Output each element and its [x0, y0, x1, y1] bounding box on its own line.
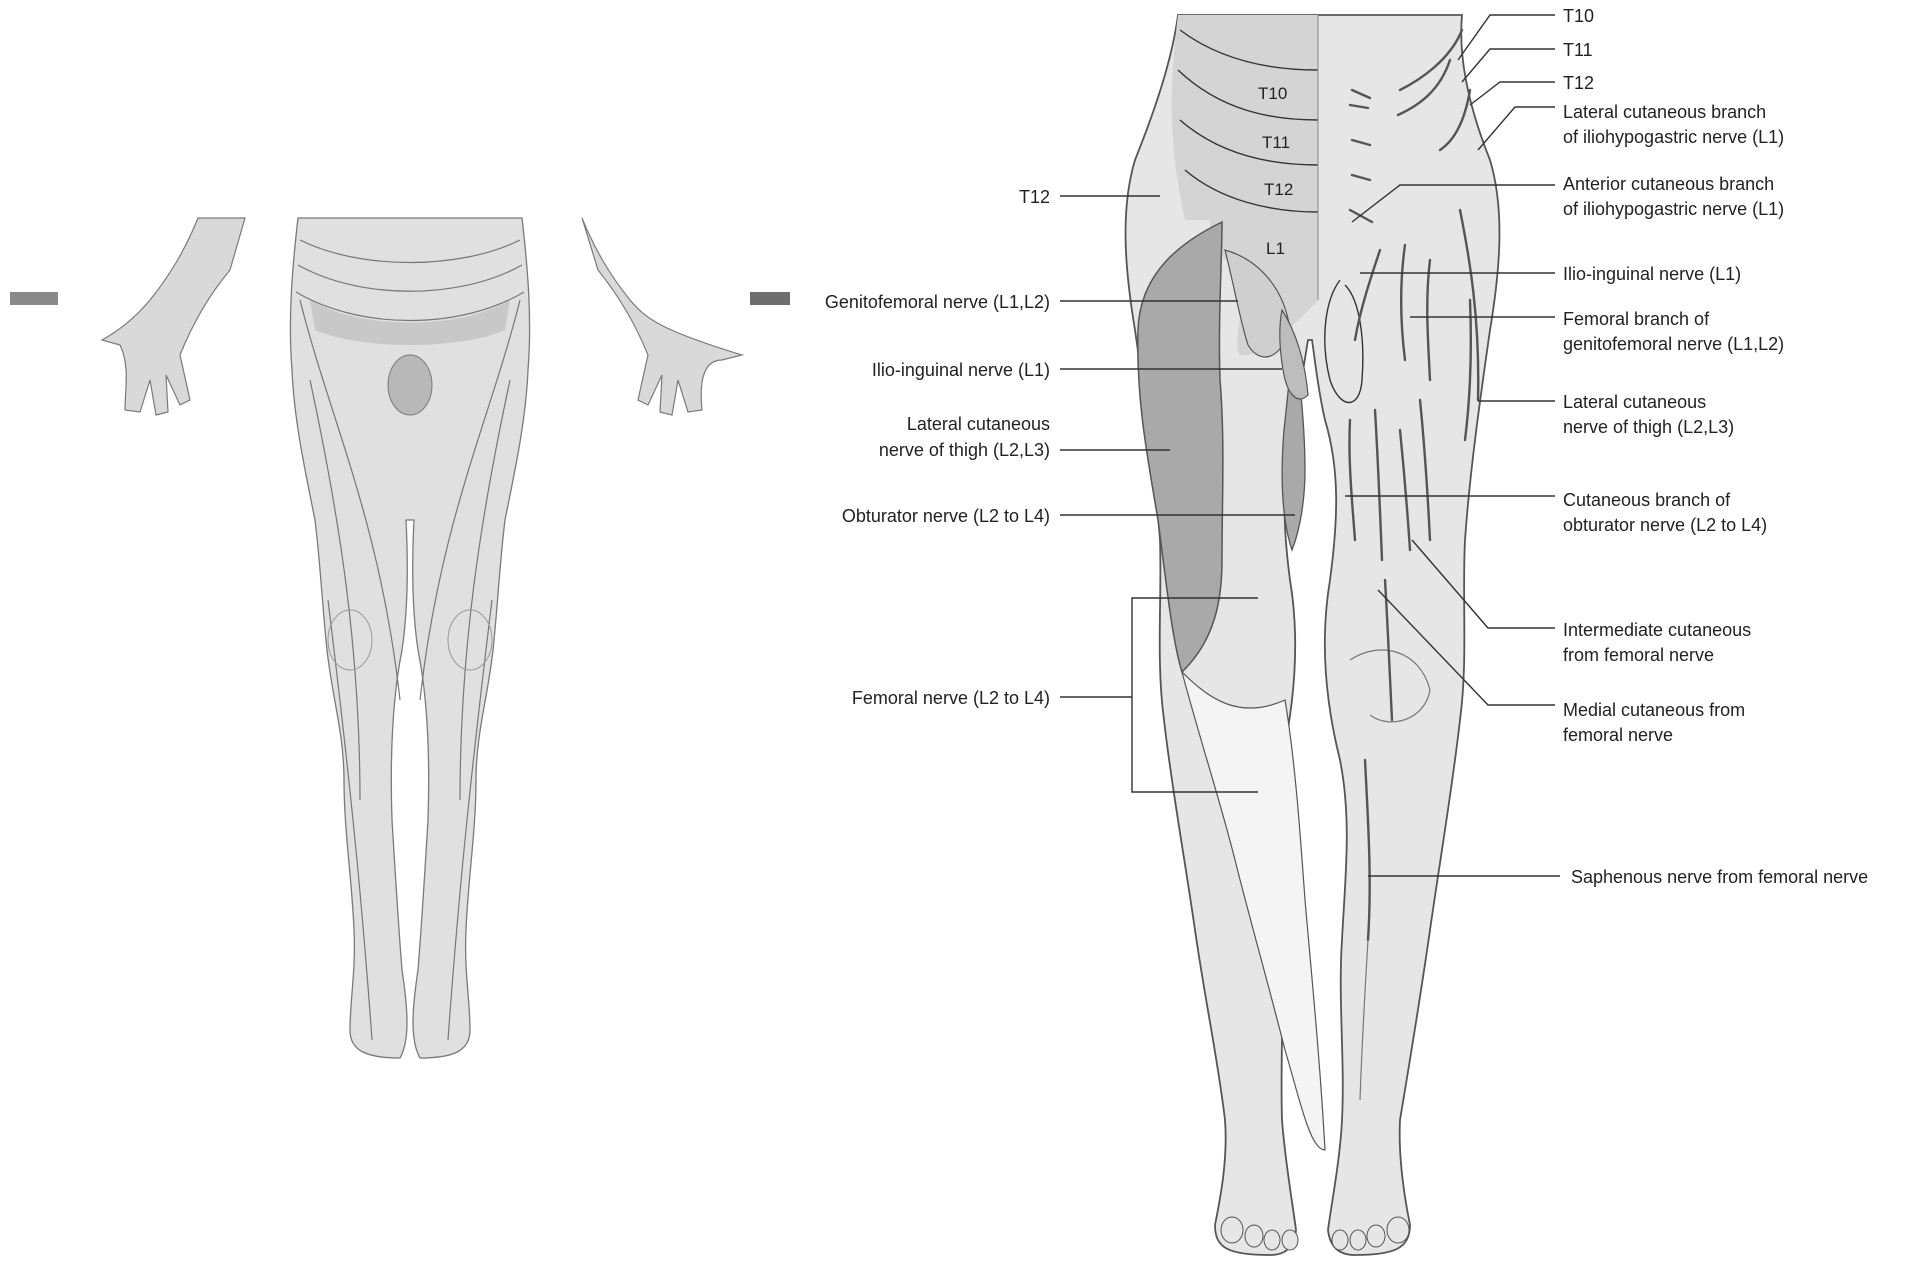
label-lateral-cutaneous-line2: nerve of thigh (L2,L3)	[879, 440, 1050, 460]
label-ant-iliohypo-line2: of iliohypogastric nerve (L1)	[1563, 199, 1784, 219]
label-ant-iliohypo-line1: Anterior cutaneous branch	[1563, 174, 1774, 194]
left-arm	[102, 218, 245, 415]
label-obturator-left: Obturator nerve (L2 to L4)	[842, 506, 1050, 526]
segment-label-t12: T12	[1264, 180, 1293, 199]
label-medial-line2: femoral nerve	[1563, 725, 1673, 745]
label-medial-line1: Medial cutaneous from	[1563, 700, 1745, 720]
segment-label-t11: T11	[1262, 133, 1290, 152]
label-t11-right: T11	[1563, 40, 1593, 60]
right-arm	[582, 218, 742, 415]
label-femoral-left: Femoral nerve (L2 to L4)	[852, 688, 1050, 708]
label-t10-right: T10	[1563, 6, 1594, 26]
marker-bar-middle	[750, 292, 790, 305]
label-ilioinguinal-left: Ilio-inguinal nerve (L1)	[872, 360, 1050, 380]
label-cut-obturator-line2: obturator nerve (L2 to L4)	[1563, 515, 1767, 535]
label-femoral-branch-line1: Femoral branch of	[1563, 309, 1710, 329]
label-lat-iliohypo-line1: Lateral cutaneous branch	[1563, 102, 1766, 122]
label-lateral-cutaneous-line1: Lateral cutaneous	[907, 414, 1050, 434]
label-genitofemoral-left: Genitofemoral nerve (L1,L2)	[825, 292, 1050, 312]
label-lat-iliohypo-line2: of iliohypogastric nerve (L1)	[1563, 127, 1784, 147]
main-body-figure	[1126, 15, 1500, 1255]
marker-bar-left	[10, 292, 58, 305]
label-lat-cut-thigh-line2: nerve of thigh (L2,L3)	[1563, 417, 1734, 437]
label-saphenous: Saphenous nerve from femoral nerve	[1571, 867, 1868, 887]
label-cut-obturator-line1: Cutaneous branch of	[1563, 490, 1731, 510]
small-body-figure	[102, 218, 742, 1058]
label-lat-cut-thigh-line1: Lateral cutaneous	[1563, 392, 1706, 412]
label-intermediate-line1: Intermediate cutaneous	[1563, 620, 1751, 640]
label-femoral-branch-line2: genitofemoral nerve (L1,L2)	[1563, 334, 1784, 354]
label-ilioinguinal-right: Ilio-inguinal nerve (L1)	[1563, 264, 1741, 284]
lateral-cutaneous-region	[1138, 222, 1223, 672]
small-genital-region	[388, 355, 432, 415]
label-t12-right: T12	[1563, 73, 1594, 93]
segment-label-t10: T10	[1258, 84, 1287, 103]
label-intermediate-line2: from femoral nerve	[1563, 645, 1714, 665]
segment-label-l1: L1	[1266, 239, 1285, 258]
label-t12-left: T12	[1019, 187, 1050, 207]
